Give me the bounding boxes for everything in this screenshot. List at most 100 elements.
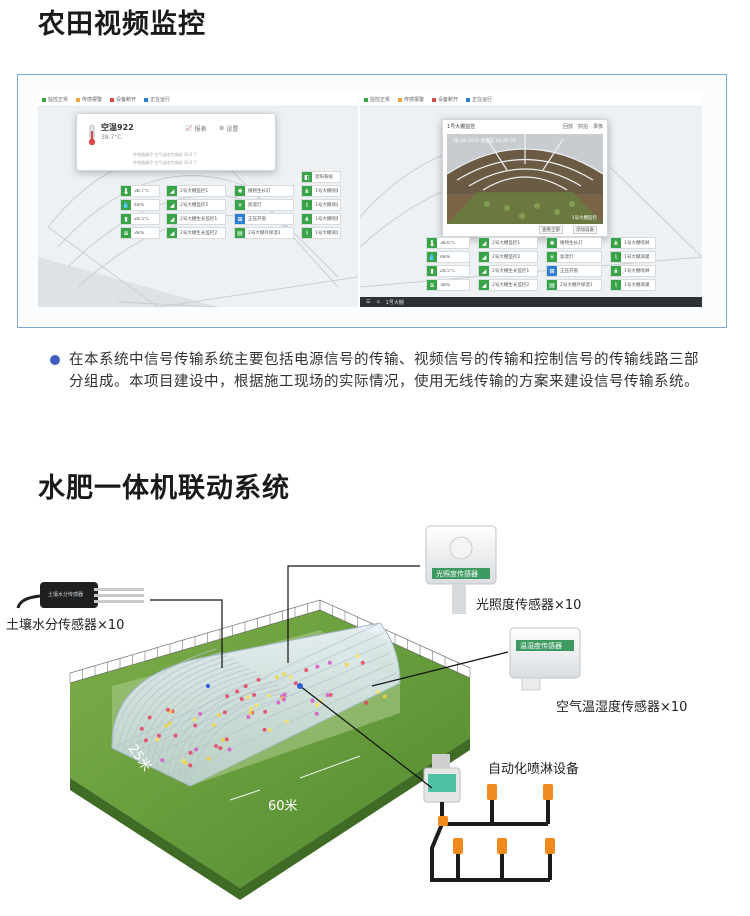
camera-icon: ◢ xyxy=(167,186,177,196)
device-tile[interactable]: ☀加湿灯 xyxy=(234,199,294,211)
window-icon: ⊞ xyxy=(235,214,245,224)
device-tile[interactable]: ▤2号大棚外保温1 xyxy=(234,227,294,239)
sensor-temperature: 38.7°C xyxy=(101,134,122,141)
legend-label: 正在运行 xyxy=(150,97,171,103)
legend-swatch xyxy=(144,97,149,102)
settings-button[interactable]: ⚙设置 xyxy=(219,124,238,133)
device-tile-label: 38.6°C xyxy=(440,240,456,246)
record-button[interactable]: 录像 xyxy=(592,124,603,130)
legend-swatch xyxy=(398,97,403,102)
status-location-label: 1号大棚 xyxy=(385,299,404,306)
device-tile-label: 正压开窗 xyxy=(248,217,266,222)
legend-swatch xyxy=(42,97,46,102)
thermometer-icon: 🌡 xyxy=(427,238,437,248)
bottom-status-bar: ☰ ⌂ 1号大棚 xyxy=(360,297,702,307)
device-tile-label: 2号大棚外保温1 xyxy=(560,283,593,288)
device-tile-label: 植物生长灯 xyxy=(248,189,271,194)
bullet-icon xyxy=(50,355,60,365)
camera-icon: ◢ xyxy=(479,238,489,248)
device-tile[interactable]: 🌡38.6°C xyxy=(426,237,470,249)
legend-item-alarm[interactable]: 传感报警 xyxy=(76,96,102,103)
legend-item-running[interactable]: 正在运行 xyxy=(466,96,492,103)
home-icon[interactable]: ⌂ xyxy=(376,299,380,305)
sensor-info-line: 传感器编号 空气温度传感器 38.6°C xyxy=(133,152,198,157)
legend-label: 设备断开 xyxy=(116,97,137,103)
legend-item-alarm[interactable]: 传感报警 xyxy=(398,96,424,103)
device-tile[interactable]: ⌇1号大棚滴灌 xyxy=(301,227,341,239)
device-tile[interactable]: ⌇1号大棚滴灌 xyxy=(301,199,341,211)
device-tile[interactable]: 🌡38.7°C xyxy=(120,185,160,197)
add-device-button[interactable]: 添加设备 xyxy=(573,226,597,234)
device-tile[interactable]: ⌇1号大棚滴灌 xyxy=(610,251,656,263)
device-tile[interactable]: ⋔1号大棚喷淋 xyxy=(610,265,656,277)
device-tile[interactable]: ✺植物生长灯 xyxy=(546,237,602,249)
device-tile[interactable]: ◢2号大棚生长监控1 xyxy=(478,265,538,277)
device-tile-label: 2号大棚监控1 xyxy=(180,189,209,194)
device-tile[interactable]: ⊞正压开窗 xyxy=(546,265,602,277)
camera-icon: ◢ xyxy=(479,280,489,290)
device-tile[interactable]: ⌇1号大棚滴灌 xyxy=(610,279,656,291)
device-tile[interactable]: ≋38% xyxy=(426,279,470,291)
greenhouse-video-feed[interactable]: 08-26-2016 星期五 14:25:32 1号大棚监控 xyxy=(447,134,603,224)
legend-item-disconnected[interactable]: 设备断开 xyxy=(432,96,458,103)
greenhouse-illustration: 25米 60米 土壤水分传感器 光照度传感器 温湿度传感器 xyxy=(16,525,581,900)
settings-button-label: 设置 xyxy=(226,126,239,133)
snapshot-button[interactable]: 抓拍 xyxy=(577,124,588,130)
device-tile-label: 38% xyxy=(440,282,451,288)
shade-icon: ▤ xyxy=(547,280,557,290)
sensor-detail-popup: 空温922 38.7°C 📈报表 ⚙设置 传感器编号 空气温度传感器 38.6°… xyxy=(76,113,276,171)
device-tile[interactable]: ◢2号大棚生长监控1 xyxy=(166,213,226,225)
legend-item-normal[interactable]: 监控正常 xyxy=(42,96,68,103)
device-tile[interactable]: ⋔1号大棚喷淋 xyxy=(301,213,341,225)
description-paragraph: 在本系统中信号传输系统主要包括电源信号的传输、视频信号的传输和控制信号的传输线路… xyxy=(50,350,713,393)
device-tile[interactable]: 💧48% xyxy=(120,199,160,211)
grow-light-icon: ✺ xyxy=(235,186,245,196)
chart-icon: 📈 xyxy=(185,125,193,132)
shade-icon: ▤ xyxy=(235,228,245,238)
report-button[interactable]: 📈报表 xyxy=(185,124,207,133)
sensor-name: 空温922 xyxy=(101,123,134,132)
device-tile-label: 2号大棚监控2 xyxy=(180,203,209,208)
soil-moisture-icon: ≋ xyxy=(427,280,437,290)
device-tile[interactable]: ⋔1号大棚喷淋 xyxy=(610,237,656,249)
playback-button[interactable]: 回放 xyxy=(562,124,573,130)
menu-icon[interactable]: ☰ xyxy=(366,299,371,305)
device-tile[interactable]: ☀加湿灯 xyxy=(546,251,602,263)
device-tile[interactable]: ≋38% xyxy=(120,227,160,239)
legend-item-disconnected[interactable]: 设备断开 xyxy=(110,96,136,103)
grow-light-icon: ✺ xyxy=(547,238,557,248)
device-tile[interactable]: ▮28.5°C xyxy=(426,265,470,277)
view-all-button[interactable]: 查看全部 xyxy=(539,226,563,234)
device-tile-label: 1号大棚滴灌 xyxy=(315,231,338,236)
device-tile[interactable]: ◢2号大棚监控1 xyxy=(166,185,226,197)
device-tile[interactable]: ▮28.5°C xyxy=(120,213,160,225)
video-monitor-popup: 1号大棚监控 回放 抓拍 录像 xyxy=(442,119,608,237)
status-legend-bar: 监控正常 传感报警 设备断开 正在运行 xyxy=(38,93,358,107)
device-tile[interactable]: ⋔1号大棚喷淋 xyxy=(301,185,341,197)
legend-swatch xyxy=(110,97,115,102)
legend-item-running[interactable]: 正在运行 xyxy=(144,96,170,103)
device-tile-label: 植物生长灯 xyxy=(560,241,583,246)
device-tile[interactable]: ⊞正压开窗 xyxy=(234,213,294,225)
dashboard-screenshot-left: 监控正常 传感报警 设备断开 正在运行 xyxy=(38,93,358,307)
legend-item-normal[interactable]: 监控正常 xyxy=(364,96,390,103)
sprinkler-label: 自动化喷淋设备 xyxy=(488,762,580,777)
sunshade-icon: ◧ xyxy=(302,172,312,182)
device-tile[interactable]: ◢2号大棚监控2 xyxy=(478,251,538,263)
device-tile[interactable]: 💧48% xyxy=(426,251,470,263)
description-text: 在本系统中信号传输系统主要包括电源信号的传输、视频信号的传输和控制信号的传输线路… xyxy=(69,352,699,390)
air-sensor-label: 空气温湿度传感器×10 xyxy=(556,700,688,715)
device-tile[interactable]: ◢2号大棚生长监控2 xyxy=(478,279,538,291)
device-tile[interactable]: ◢2号大棚监控2 xyxy=(166,199,226,211)
light-sensor-box-label: 光照度传感器 xyxy=(436,569,478,578)
device-tile-label: 1号大棚喷淋 xyxy=(315,217,338,222)
light-sensor-device: 光照度传感器 xyxy=(425,525,497,614)
device-tile[interactable]: ✺植物生长灯 xyxy=(234,185,294,197)
soil-sensor-box-label: 土壤水分传感器 xyxy=(48,591,83,598)
device-tile[interactable]: ▤2号大棚外保温1 xyxy=(546,279,602,291)
device-tile[interactable]: ◢2号大棚生长监控2 xyxy=(166,227,226,239)
device-tile[interactable]: ◢2号大棚监控1 xyxy=(478,237,538,249)
soil-temp-icon: ▮ xyxy=(427,266,437,276)
camera-icon: ◢ xyxy=(167,200,177,210)
device-tile[interactable]: ◧遮阳系统 xyxy=(301,171,341,183)
